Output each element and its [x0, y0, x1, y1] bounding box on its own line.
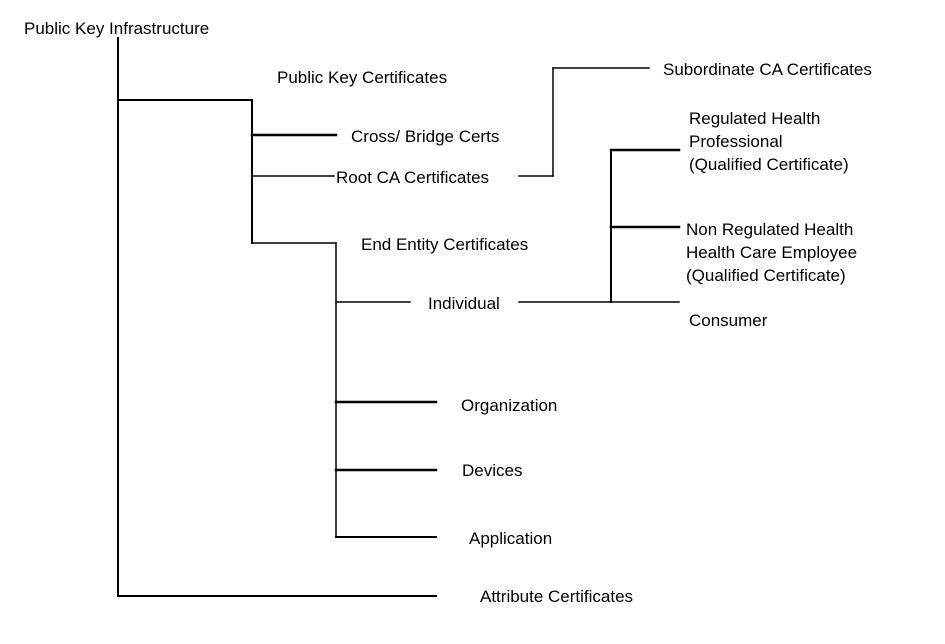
individual-label: Individual — [428, 294, 500, 313]
non-regulated-health-label: Non Regulated Health Health Care Employe… — [686, 218, 857, 287]
organization-label: Organization — [461, 396, 558, 415]
devices-label: Devices — [462, 461, 523, 480]
non-regulated-line-2: Health Care Employee — [686, 243, 858, 262]
root-ca-certificates-label: Root CA Certificates — [336, 168, 490, 187]
regulated-line-3: (Qualified Certificate) — [689, 155, 849, 174]
regulated-line-1: Regulated Health — [689, 109, 821, 128]
cross-bridge-certs-label: Cross/ Bridge Certs — [351, 127, 500, 146]
regulated-line-2: Professional — [689, 132, 783, 151]
non-regulated-line-1: Non Regulated Health — [686, 220, 854, 239]
end-entity-certificates-label: End Entity Certificates — [361, 235, 529, 254]
regulated-health-professional-label: Regulated Health Professional (Qualified… — [689, 107, 849, 176]
application-label: Application — [469, 529, 553, 548]
subordinate-ca-certificates-label: Subordinate CA Certificates — [663, 60, 872, 79]
consumer-label: Consumer — [689, 311, 768, 330]
root-label: Public Key Infrastructure — [24, 19, 210, 38]
public-key-certificates-label: Public Key Certificates — [277, 68, 448, 87]
attribute-certificates-label: Attribute Certificates — [480, 587, 634, 606]
non-regulated-line-3: (Qualified Certificate) — [686, 266, 846, 285]
